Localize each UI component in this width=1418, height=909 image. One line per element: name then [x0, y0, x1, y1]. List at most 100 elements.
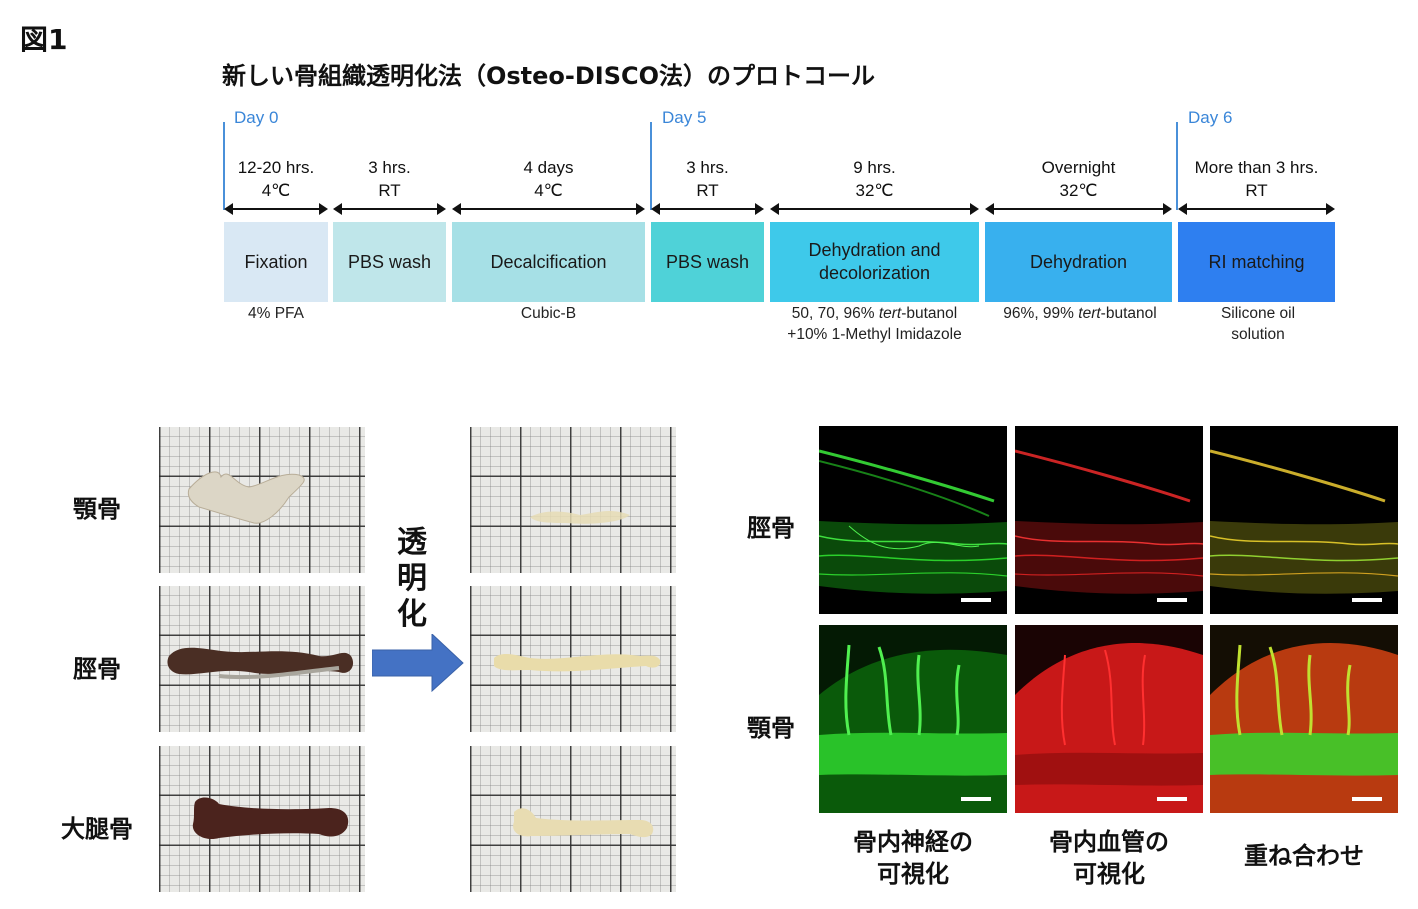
micro-jaw-merge — [1210, 625, 1398, 813]
step-6-duration: Overnight — [1041, 158, 1116, 177]
micro-tibia-merge — [1210, 426, 1398, 614]
day-0-label: Day 0 — [234, 108, 279, 127]
caption-vessel-line2: 可視化 — [1073, 860, 1145, 888]
step-1-temperature: 4℃ — [261, 181, 291, 200]
micro-jaw-nerve — [819, 625, 1007, 813]
step-dehydration: Dehydration — [985, 222, 1172, 302]
scale-bar — [1157, 598, 1187, 602]
femur-bone-opaque — [192, 797, 349, 840]
step-3-duration: 4 days — [523, 158, 574, 177]
right-arrow-icon — [372, 634, 464, 692]
micro-tibia-nerve — [819, 426, 1007, 614]
figure-label: 図1 — [20, 23, 68, 56]
tibia-nerve-signal — [819, 449, 1007, 594]
step-4-duration: 3 hrs. — [686, 158, 729, 177]
step-7-arrow — [1178, 203, 1335, 215]
micro-row-label-tibia: 脛骨 — [747, 514, 795, 542]
step-5-name-line2: decolorization — [818, 263, 931, 283]
step-pbs-wash-1: PBS wash — [333, 222, 446, 302]
step-7-temperature: RT — [1245, 181, 1268, 200]
scale-bar — [1352, 598, 1382, 602]
step-3-condition: 4 days 4℃ — [452, 156, 645, 202]
scale-bar — [961, 598, 991, 602]
step-dehydration-decolorization: Dehydration and decolorization — [770, 222, 979, 302]
step-4-condition: 3 hrs. RT — [651, 156, 764, 202]
tibia-bone-opaque — [167, 647, 354, 680]
protocol-title: 新しい骨組織透明化法（Osteo-DISCO法）のプロトコール — [222, 62, 876, 90]
photo-jaw-after — [470, 427, 676, 573]
caption-vessel-line1: 骨内血管の — [1049, 828, 1169, 856]
tibia-vessel-signal — [1015, 449, 1203, 594]
step-5-reagent-line1: 50, 70, 96% tert-butanol — [791, 305, 958, 322]
step-3-arrow — [452, 203, 645, 215]
caption-nerve-line1: 骨内神経の — [853, 828, 973, 856]
row-label-femur: 大腿骨 — [61, 815, 133, 843]
photo-jaw-before — [159, 427, 365, 573]
step-1-duration: 12-20 hrs. — [237, 158, 315, 177]
caption-merge: 重ね合わせ — [1244, 842, 1364, 870]
clearing-char-3: 化 — [397, 597, 427, 632]
jaw-merge-signal — [1210, 625, 1398, 813]
photo-tibia-before — [159, 586, 365, 732]
step-5-condition: 9 hrs. 32℃ — [770, 156, 979, 202]
step-5-reagent: 50, 70, 96% tert-butanol +10% 1-Methyl I… — [760, 303, 989, 345]
step-5-temperature: 32℃ — [855, 181, 894, 200]
day-6-label: Day 6 — [1188, 108, 1233, 127]
caption-nerve: 骨内神経の 可視化 — [819, 826, 1007, 890]
step-5-name-line1: Dehydration and — [808, 240, 941, 260]
femur-bone-cleared — [513, 808, 654, 838]
photo-femur-after — [470, 746, 676, 892]
step-7-condition: More than 3 hrs. RT — [1178, 156, 1335, 202]
micro-row-label-jaw: 顎骨 — [747, 714, 795, 742]
jaw-bone-cleared — [530, 510, 630, 524]
step-3-reagent: Cubic-B — [520, 305, 577, 322]
step-4-temperature: RT — [696, 181, 719, 200]
step-6-temperature: 32℃ — [1059, 181, 1098, 200]
step-7-reagent: Silicone oil solution — [1178, 303, 1338, 345]
row-label-tibia: 脛骨 — [73, 655, 121, 683]
clearing-label: 透 明 化 — [395, 525, 429, 633]
micro-tibia-vessel — [1015, 426, 1203, 614]
step-7-reagent-line2: solution — [1231, 326, 1285, 343]
tibia-bone-cleared — [494, 653, 661, 672]
clearing-char-1: 透 — [397, 525, 427, 560]
step-2-duration: 3 hrs. — [368, 158, 411, 177]
photo-tibia-after — [470, 586, 676, 732]
jaw-nerve-signal — [819, 625, 1007, 813]
day-5-label: Day 5 — [662, 108, 707, 127]
scale-bar — [961, 797, 991, 801]
day-0-marker — [223, 122, 225, 210]
clearing-char-2: 明 — [397, 561, 427, 596]
step-2-condition: 3 hrs. RT — [333, 156, 446, 202]
photo-femur-before — [159, 746, 365, 892]
row-label-jaw: 顎骨 — [73, 495, 121, 523]
step-5-reagent-line2: +10% 1-Methyl Imidazole — [787, 326, 962, 343]
step-5-duration: 9 hrs. — [853, 158, 896, 177]
step-1-arrow — [224, 203, 328, 215]
step-5-arrow — [770, 203, 979, 215]
step-7-reagent-line1: Silicone oil — [1220, 305, 1296, 322]
caption-nerve-line2: 可視化 — [877, 860, 949, 888]
micro-jaw-vessel — [1015, 625, 1203, 813]
step-pbs-wash-2: PBS wash — [651, 222, 764, 302]
step-1-reagent: 4% PFA — [248, 305, 304, 322]
jaw-vessel-signal — [1015, 625, 1203, 813]
step-6-reagent: 96%, 99% tert-butanol — [1003, 305, 1157, 322]
jaw-bone-opaque — [187, 471, 305, 524]
step-3-temperature: 4℃ — [534, 181, 563, 200]
tibia-merge-signal — [1210, 449, 1398, 594]
day-6-marker — [1176, 122, 1178, 210]
scale-bar — [1157, 797, 1187, 801]
step-1-condition: 12-20 hrs. 4℃ — [224, 156, 328, 202]
day-5-marker — [650, 122, 652, 210]
step-7-duration: More than 3 hrs. — [1194, 158, 1319, 177]
caption-vessel: 骨内血管の 可視化 — [1015, 826, 1203, 890]
step-decalcification: Decalcification — [452, 222, 645, 302]
scale-bar — [1352, 797, 1382, 801]
step-fixation: Fixation — [224, 222, 328, 302]
step-ri-matching: RI matching — [1178, 222, 1335, 302]
step-6-arrow — [985, 203, 1172, 215]
step-6-condition: Overnight 32℃ — [985, 156, 1172, 202]
step-4-arrow — [651, 203, 764, 215]
step-2-arrow — [333, 203, 446, 215]
